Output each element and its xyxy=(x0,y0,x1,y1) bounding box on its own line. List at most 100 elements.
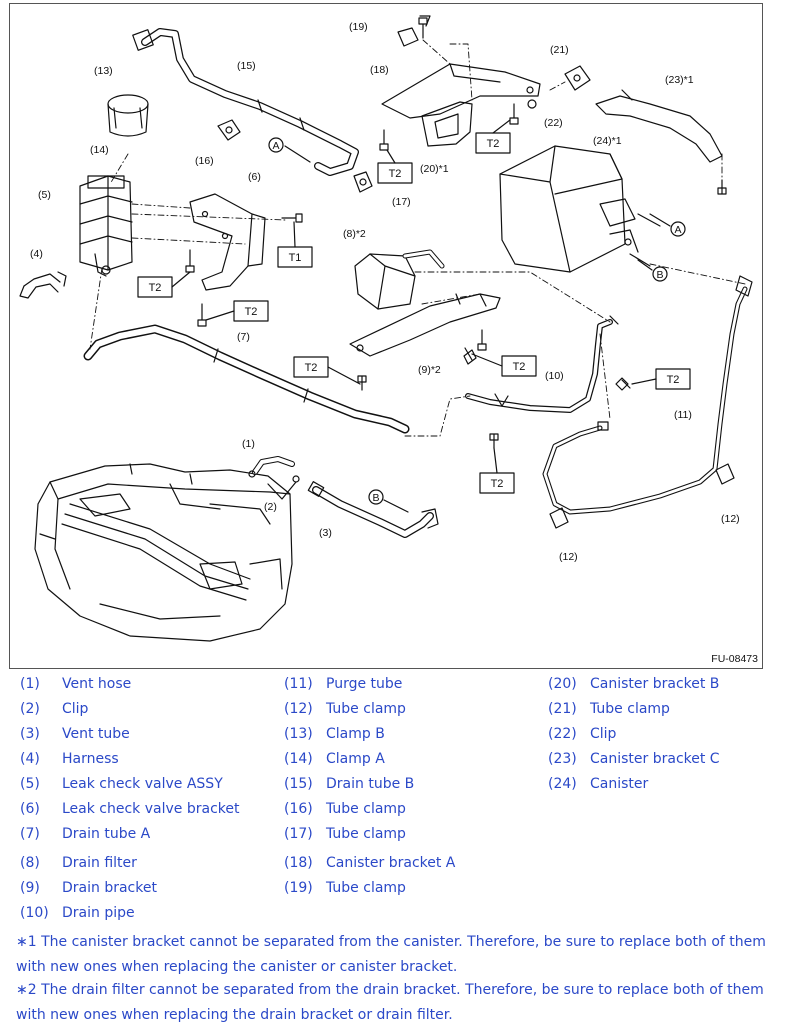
legend-item-number: (11) xyxy=(284,676,313,692)
legend-item-number: (10) xyxy=(20,905,49,921)
legend-item-number: (5) xyxy=(20,776,40,792)
legend-item: (9) Drain bracket xyxy=(20,880,157,896)
legend-item-name: Drain filter xyxy=(62,855,137,871)
label-p24: (24)*1 xyxy=(593,135,622,147)
legend-item: (1)Vent hose xyxy=(20,676,131,692)
legend-item-name: Leak check valve ASSY xyxy=(62,776,223,792)
legend-item-number: (18) xyxy=(284,855,313,871)
purge-tube xyxy=(542,275,753,515)
legend-item: (21)Tube clamp xyxy=(548,701,670,717)
legend-item-number: (8) xyxy=(20,855,40,871)
legend-item: (8) Drain filter xyxy=(20,855,137,871)
legend-item-name: Canister bracket B xyxy=(590,676,720,692)
legend-item-name: Clamp B xyxy=(326,726,385,742)
legend-item-number: (12) xyxy=(284,701,313,717)
label-p20: (20)*1 xyxy=(420,163,449,175)
legend-item: (11) Purge tube xyxy=(284,676,402,692)
drain-bracket xyxy=(349,293,501,357)
label-p3: (3) xyxy=(319,527,332,539)
torque-label-text: T1 T2 T2 T2 T2 T2 T2 T2 T2 xyxy=(149,138,680,490)
label-p21: (21) xyxy=(550,44,569,56)
label-p17: (17) xyxy=(392,196,411,208)
torque-t1: T1 xyxy=(289,252,302,264)
tube-clamp-17 xyxy=(353,171,373,193)
legend-item-number: (7) xyxy=(20,826,40,842)
label-p16: (16) xyxy=(195,155,214,167)
legend-item-number: (17) xyxy=(284,826,313,842)
legend-item-name: Drain bracket xyxy=(62,880,157,896)
marker-b-circle-bottom xyxy=(368,489,384,505)
torque-t2-b: T2 xyxy=(245,306,258,318)
legend-item-name: Tube clamp xyxy=(326,801,406,817)
tube-clamp-12-right xyxy=(715,463,735,485)
marker-b-circle-right xyxy=(652,266,668,282)
legend-item-name: Purge tube xyxy=(326,676,403,692)
torque-t2-d: T2 xyxy=(389,168,402,180)
label-p19: (19) xyxy=(349,21,368,33)
tube-clamp-12-bottom xyxy=(549,507,569,529)
diagram-svg: (1) (2) (3) (4) (5) (6) (7) (8)*2 (9)*2 … xyxy=(19,15,753,642)
label-p10: (10) xyxy=(545,370,564,382)
label-p15: (15) xyxy=(237,60,256,72)
note-2: ∗2 The drain filter cannot be separated … xyxy=(16,982,764,1023)
torque-t2-f: T2 xyxy=(513,361,526,373)
drain-tube-a xyxy=(83,324,410,434)
label-p6: (6) xyxy=(248,171,261,183)
note-1: ∗1 The canister bracket cannot be separa… xyxy=(16,934,766,975)
legend-item: (18)Canister bracket A xyxy=(284,855,455,871)
legend-item-name: Harness xyxy=(62,751,119,767)
legend-item-name: Leak check valve bracket xyxy=(62,801,240,817)
legend-item-name: Vent hose xyxy=(62,676,132,692)
legend-item-number: (3) xyxy=(20,726,40,742)
canister xyxy=(499,145,661,273)
part-labels: (1) (2) (3) (4) (5) (6) (7) (8)*2 (9)*2 … xyxy=(30,21,740,563)
drain-filter xyxy=(354,249,445,310)
legend-item: (7)Drain tube A xyxy=(20,826,150,842)
legend-item-name: Clip xyxy=(62,701,89,717)
label-p14: (14) xyxy=(90,144,109,156)
legend-item-number: (9) xyxy=(20,880,40,896)
torque-t2-h: T2 xyxy=(491,478,504,490)
torque-t2-e: T2 xyxy=(487,138,500,150)
leader-lines xyxy=(89,39,746,437)
legend-item-name: Tube clamp xyxy=(326,880,406,896)
legend-item: (10)Drain pipe xyxy=(20,905,135,921)
legend-item-name: Tube clamp xyxy=(326,826,406,842)
legend-item-name: Clamp A xyxy=(326,751,385,767)
label-p1: (1) xyxy=(242,438,255,450)
legend-item-number: (20) xyxy=(548,676,577,692)
legend-item-name: Canister bracket C xyxy=(590,751,720,767)
legend-item: (20) Canister bracket B xyxy=(548,676,719,692)
harness xyxy=(19,271,67,299)
marker-b-bottom: B xyxy=(372,492,379,504)
label-p7: (7) xyxy=(237,331,250,343)
legend-item: (14) Clamp A xyxy=(284,751,385,767)
canister-bracket-c xyxy=(595,89,723,163)
legend-item: (13)Clamp B xyxy=(284,726,385,742)
legend-item: (6)Leak check valve bracket xyxy=(20,801,239,817)
label-p9: (9)*2 xyxy=(418,364,441,376)
legend-item: (3)Vent tube xyxy=(20,726,130,742)
exploded-parts-diagram: (1) (2) (3) (4) (5) (6) (7) (8)*2 (9)*2 … xyxy=(9,3,763,669)
legend-item-number: (22) xyxy=(548,726,577,742)
drain-tube-b xyxy=(132,28,359,176)
leak-check-valve xyxy=(79,175,133,277)
canister-bracket-b xyxy=(421,101,473,147)
legend-item: (24)Canister xyxy=(548,776,648,792)
legend-item: (22) Clip xyxy=(548,726,616,742)
legend-item-name: Canister xyxy=(590,776,649,792)
legend-item-name: Tube clamp xyxy=(326,701,406,717)
label-p12-bottom: (12) xyxy=(559,551,578,563)
legend-item-number: (19) xyxy=(284,880,313,896)
legend-item-number: (2) xyxy=(20,701,40,717)
legend-item-number: (14) xyxy=(284,751,313,767)
label-p22: (22) xyxy=(544,117,563,129)
legend-item-name: Clip xyxy=(590,726,617,742)
canister-bracket-a xyxy=(381,63,541,119)
bolts xyxy=(185,17,727,449)
label-p23: (23)*1 xyxy=(665,74,694,86)
legend-item-number: (16) xyxy=(284,801,313,817)
leak-check-valve-bracket xyxy=(189,193,266,291)
legend-item: (16) Tube clamp xyxy=(284,801,406,817)
legend-item: (23)Canister bracket C xyxy=(548,751,720,767)
